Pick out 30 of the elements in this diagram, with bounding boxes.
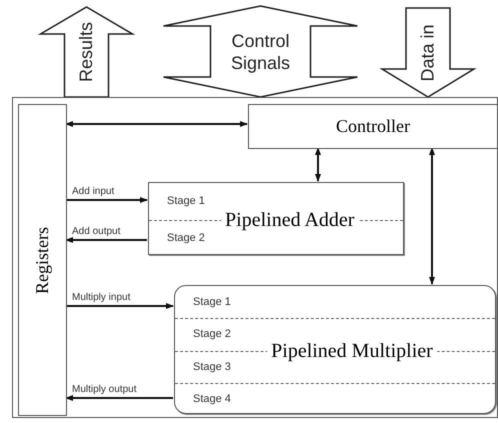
arrow: [315, 147, 321, 182]
edge-label: Multiply input: [72, 292, 130, 304]
block-label: Registers: [31, 226, 53, 294]
pipeline-unit-box: [174, 285, 496, 414]
controller-block: [248, 104, 498, 149]
edge-label: Add input: [72, 186, 114, 198]
stage-label: Stage 2: [167, 230, 205, 245]
block-arrow: [162, 5, 358, 98]
system-frame: [12, 97, 498, 418]
block-arrow: [379, 7, 477, 98]
arrow-label: Results: [76, 22, 98, 82]
stage-label: Stage 2: [193, 327, 231, 342]
stage-label: Stage 1: [167, 194, 205, 208]
arrow: [429, 147, 435, 285]
arrow: [66, 303, 174, 309]
stage-label: Stage 1: [193, 295, 231, 310]
stage-label: Stage 4: [193, 392, 231, 406]
stage-label: Stage 3: [193, 360, 231, 374]
arrow: [65, 395, 173, 401]
arrow: [65, 237, 147, 243]
block-arrow: [38, 6, 136, 98]
arrow: [65, 121, 248, 127]
arrow-label: Data in: [417, 24, 439, 82]
registers-block: [18, 104, 67, 416]
edge-label: Multiply output: [72, 384, 136, 396]
edge-label: Add output: [72, 226, 120, 238]
pipeline-unit-box: [148, 182, 404, 255]
arrow: [66, 197, 148, 203]
arrow-label: Control Signals: [230, 30, 292, 74]
block-label: Controller: [336, 115, 410, 138]
